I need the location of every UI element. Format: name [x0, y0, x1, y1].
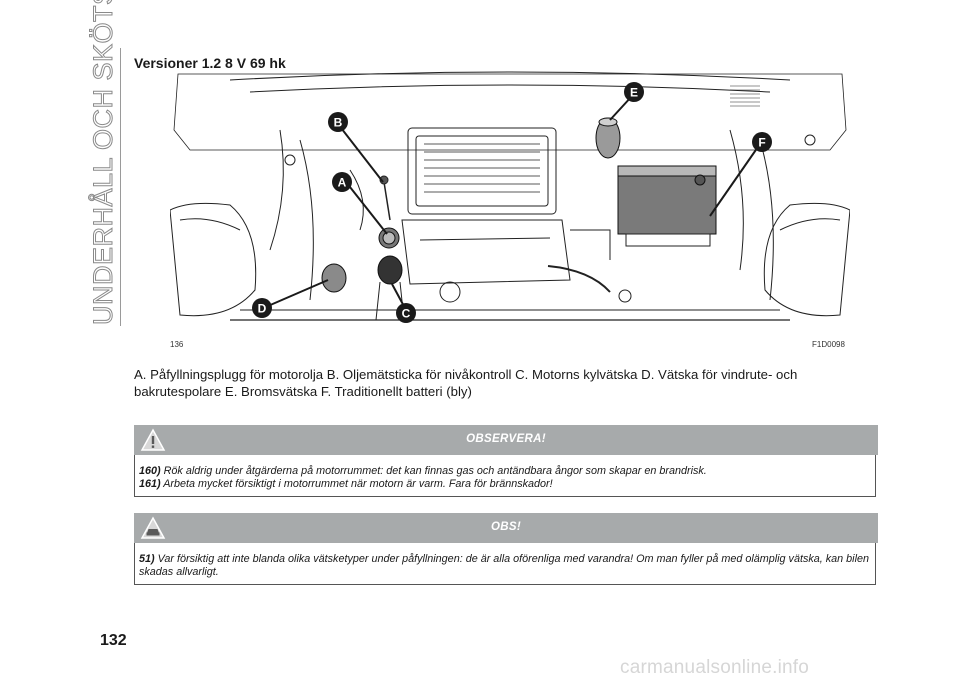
- callout-c: C: [396, 303, 416, 323]
- svg-text:D: D: [258, 302, 267, 316]
- svg-text:F: F: [758, 136, 765, 150]
- callout-a: A: [332, 172, 352, 192]
- section-title: Versioner 1.2 8 V 69 hk: [134, 55, 286, 71]
- figure-caption: A. Påfyllningsplugg för motorolja B. Olj…: [134, 367, 798, 399]
- notice-item-text: Var försiktig att inte blanda olika väts…: [139, 553, 869, 578]
- car-notice-icon: [140, 516, 166, 539]
- callout-e: E: [624, 82, 644, 102]
- warning-item-text: Rök aldrig under åtgärderna på motorrumm…: [163, 465, 707, 477]
- notice-banner: OBS!: [134, 513, 878, 543]
- engine-bay-illustration: A B C D E F: [170, 71, 850, 323]
- watermark: carmanualsonline.info: [620, 657, 810, 678]
- chapter-divider-rule: [120, 48, 121, 326]
- callout-f: F: [752, 132, 772, 152]
- warning-notes: 160) Rök aldrig under åtgärderna på moto…: [134, 455, 876, 497]
- chapter-side-title-text: UNDERHÅLL OCH SKÖTSEL: [88, 0, 119, 326]
- notice-item: 51) Var försiktig att inte blanda olika …: [139, 553, 871, 579]
- svg-text:E: E: [630, 86, 638, 100]
- warning-item-ref: 160): [139, 465, 161, 477]
- warning-item: 161) Arbeta mycket försiktigt i motorrum…: [139, 478, 871, 491]
- figure-number: 136: [170, 340, 184, 349]
- warning-banner: OBSERVERA!: [134, 425, 878, 455]
- callout-b: B: [328, 112, 348, 132]
- svg-text:B: B: [334, 116, 343, 130]
- warning-item-ref: 161): [139, 478, 161, 490]
- callout-d: D: [252, 298, 272, 318]
- warning-title: OBSERVERA!: [466, 433, 546, 445]
- svg-text:C: C: [402, 307, 411, 321]
- warning-item-text: Arbeta mycket försiktigt i motorrummet n…: [163, 478, 553, 490]
- notice-title: OBS!: [491, 521, 521, 533]
- notice-notes: 51) Var försiktig att inte blanda olika …: [134, 543, 876, 585]
- svg-text:A: A: [338, 176, 347, 190]
- page-number: 132: [100, 632, 127, 649]
- figure-code: F1D0098: [812, 340, 845, 349]
- notice-item-ref: 51): [139, 553, 155, 565]
- warning-triangle-icon: [140, 428, 166, 451]
- warning-item: 160) Rök aldrig under åtgärderna på moto…: [139, 465, 871, 478]
